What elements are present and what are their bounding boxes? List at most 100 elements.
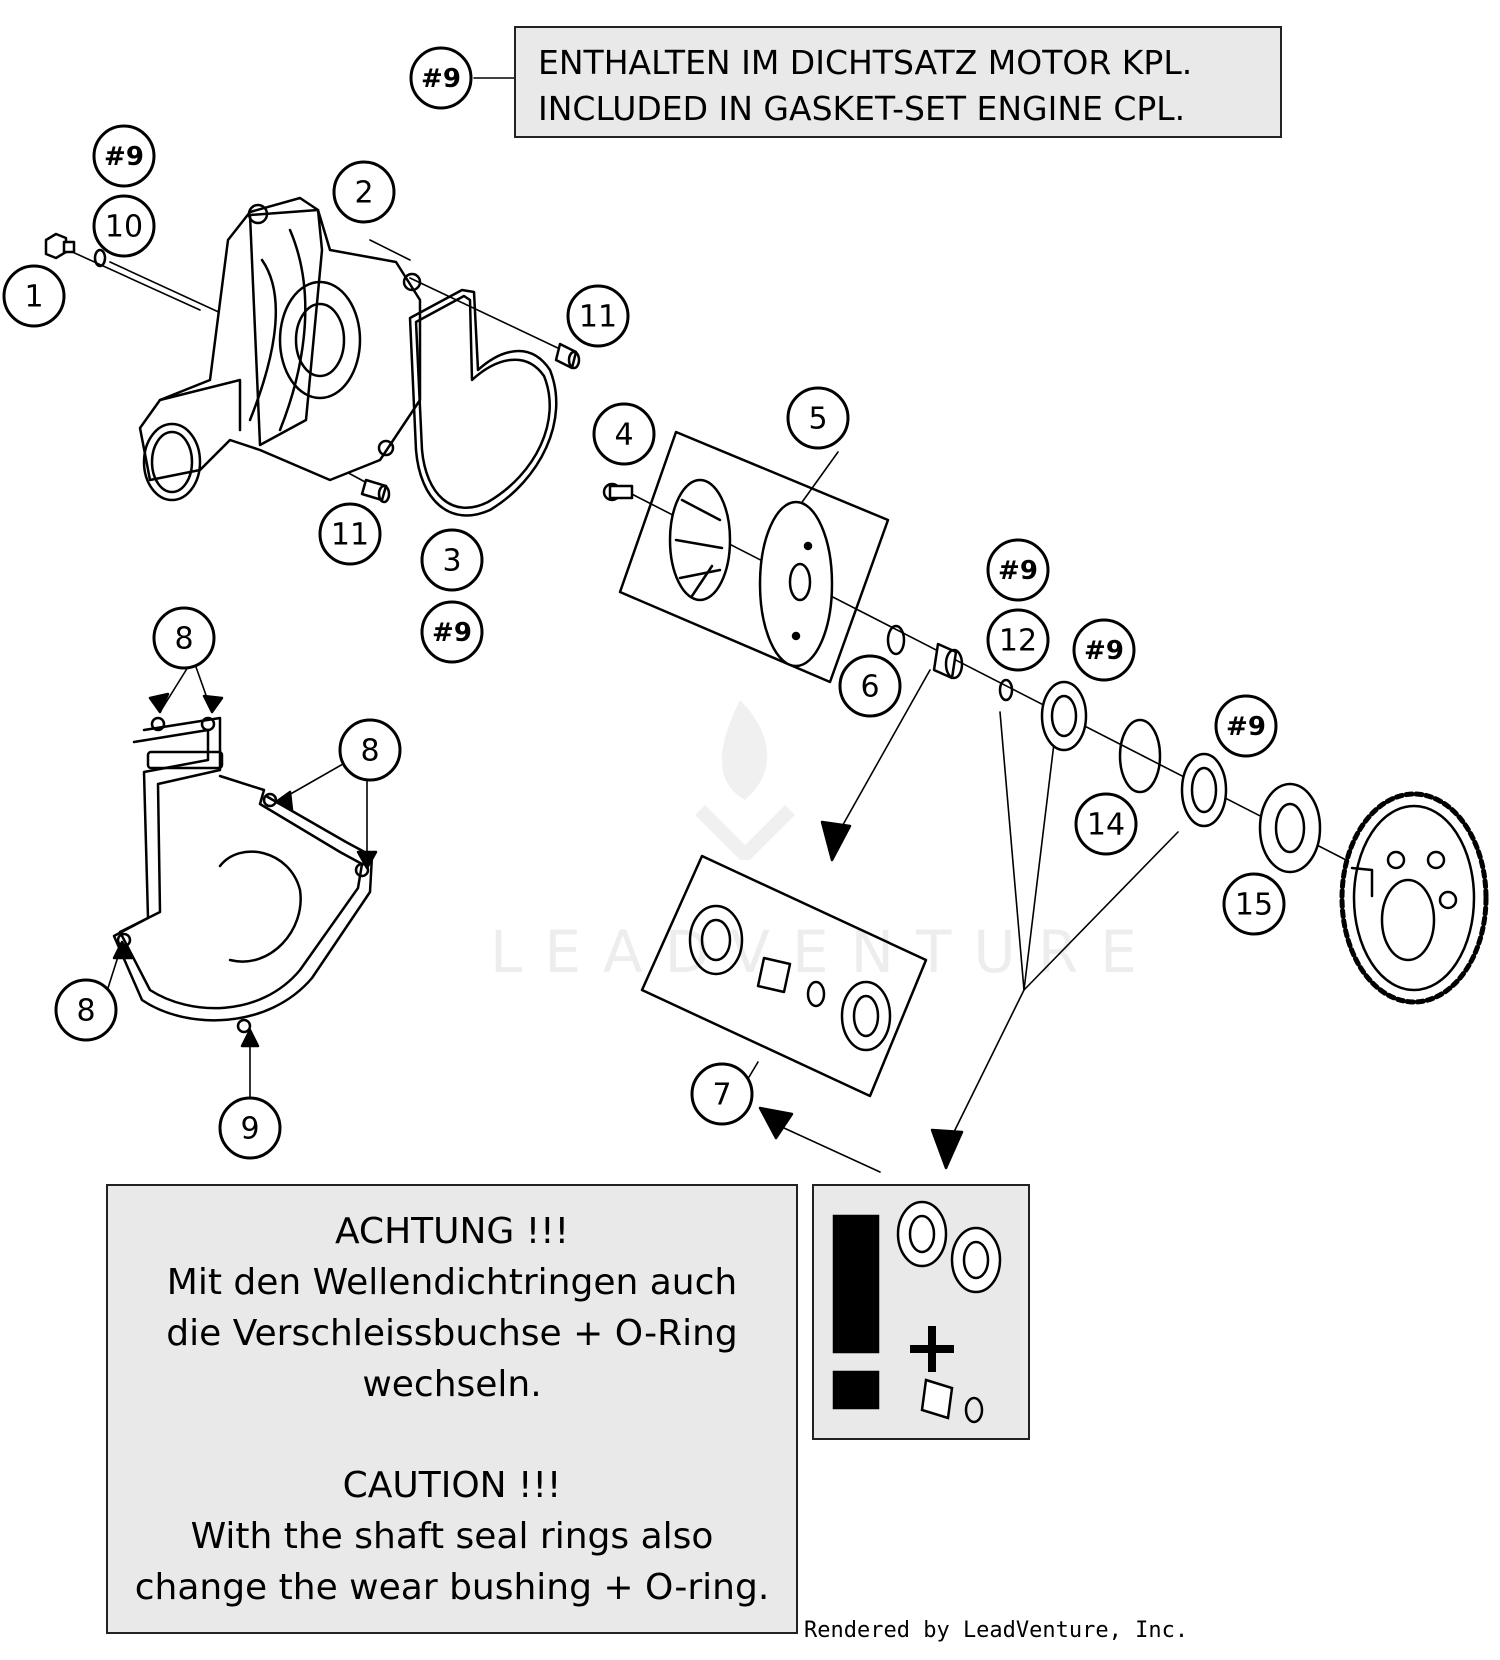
callout-label: 8 [76, 994, 95, 1029]
callout-label: #9 [1084, 636, 1124, 666]
watermark-text: LEADVENTURE [490, 918, 1159, 986]
repair-kit-part-7 [640, 854, 928, 1098]
arrowheads [112, 692, 964, 1170]
callout-circle [318, 502, 382, 566]
callout-circle [986, 608, 1050, 672]
callout-9: 9 [218, 1096, 282, 1160]
callout-2: 2 [332, 160, 396, 224]
caution-de-line-1: Mit den Wellendichtringen auch [166, 1262, 738, 1303]
callout-circle [54, 978, 118, 1042]
callout-circle [338, 718, 402, 782]
callout-circle [838, 654, 902, 718]
o-ring-part-12 [998, 678, 1014, 702]
callout-6: 6 [838, 654, 902, 718]
callout-7: 7 [690, 1062, 754, 1126]
watermark-logo-icon [695, 700, 795, 860]
callout-label: 11 [331, 518, 369, 553]
callout-hash9-e: #9 [1214, 694, 1278, 758]
callout-circle [1072, 618, 1136, 682]
callout-label: #9 [432, 618, 472, 648]
callout-label: 14 [1087, 808, 1125, 843]
callout-label: #9 [998, 556, 1038, 586]
callout-hash9-b: #9 [420, 600, 484, 664]
callout-label: 2 [354, 176, 373, 211]
callout-label: 3 [442, 544, 461, 579]
callout-label: #9 [421, 64, 461, 94]
warning-box [812, 1184, 1030, 1440]
caution-en-title: CAUTION !!! [342, 1465, 562, 1506]
exclamation-bar [832, 1214, 880, 1354]
gasket-set-note: ENTHALTEN IM DICHTSATZ MOTOR KPL. INCLUD… [514, 26, 1282, 138]
warning-illustration [832, 1200, 1002, 1424]
callout-hash9-c: #9 [986, 538, 1050, 602]
callout-14: 14 [1074, 792, 1138, 856]
shaft-seal [1040, 680, 1088, 752]
callout-8c: 8 [54, 978, 118, 1042]
dowel-pins-part-11 [360, 342, 581, 504]
callout-label: 6 [860, 670, 879, 705]
bolt-part-1 [44, 232, 76, 260]
callout-label: #9 [1226, 712, 1266, 742]
callout-label: 5 [808, 402, 827, 437]
callout-circle [409, 46, 473, 110]
callout-circle [690, 1062, 754, 1126]
callout-circle [420, 600, 484, 664]
circlip-part-14 [1118, 718, 1162, 794]
caution-de-title: ACHTUNG !!! [334, 1211, 570, 1252]
callout-circle [566, 284, 630, 348]
callout-circle [420, 528, 484, 592]
callout-circle [786, 386, 850, 450]
shaft-seal-icon [950, 1226, 1002, 1294]
callout-circle [1214, 694, 1278, 758]
callout-circle [92, 194, 156, 258]
callout-12: 12 [986, 608, 1050, 672]
shaft-ring-part-6 [886, 624, 906, 656]
callout-hash9-a: #9 [92, 124, 156, 188]
callout-10: 10 [92, 194, 156, 258]
callout-label: 8 [360, 734, 379, 769]
gasket-note-de: ENTHALTEN IM DICHTSATZ MOTOR KPL. [538, 43, 1193, 82]
callout-circle [1074, 792, 1138, 856]
gasket-part-3 [408, 288, 558, 517]
pump-drive-gear [1339, 791, 1489, 1005]
callout-circle [2, 264, 66, 328]
callout-label: 10 [105, 210, 143, 245]
callout-8b: 8 [338, 718, 402, 782]
callout-circle [92, 124, 156, 188]
o-ring-icon [964, 1396, 984, 1424]
gasket-note-en: INCLUDED IN GASKET-SET ENGINE CPL. [538, 89, 1186, 128]
callout-4: 4 [592, 402, 656, 466]
callout-circle [592, 402, 656, 466]
bearing-part-15 [1258, 782, 1322, 874]
cover-gasket-outline [112, 716, 374, 1034]
callout-hash9-top: #9 [409, 46, 473, 110]
callout-label: 4 [614, 418, 633, 453]
caution-note: ACHTUNG !!! Mit den Wellendichtringen au… [106, 1184, 798, 1634]
render-credit: Rendered by LeadVenture, Inc. [804, 1618, 1189, 1643]
callout-circle [986, 538, 1050, 602]
impeller-assembly-part-5 [602, 430, 890, 684]
callout-5: 5 [786, 386, 850, 450]
callout-11a: 11 [566, 284, 630, 348]
callout-circle [152, 606, 216, 670]
callout-label: 15 [1235, 888, 1273, 923]
seal-ring-inner [908, 1214, 936, 1254]
shaft-seal-inner [962, 1240, 990, 1280]
callout-label: 1 [24, 280, 43, 315]
callout-label: 11 [579, 300, 617, 335]
callout-label: 8 [174, 622, 193, 657]
caution-en-line-2: change the wear bushing + O-ring. [134, 1567, 770, 1608]
caution-de-line-3: wechseln. [362, 1364, 542, 1405]
washer-part-10 [93, 248, 107, 268]
callout-label: 12 [999, 624, 1037, 659]
callout-hash9-d: #9 [1072, 618, 1136, 682]
callout-label: 9 [240, 1112, 259, 1147]
callout-3: 3 [420, 528, 484, 592]
callout-circle [332, 160, 396, 224]
seal-ring [1180, 752, 1228, 828]
callout-circle [218, 1096, 282, 1160]
callout-label: 7 [712, 1078, 731, 1113]
pump-cover-part-2 [138, 196, 422, 502]
